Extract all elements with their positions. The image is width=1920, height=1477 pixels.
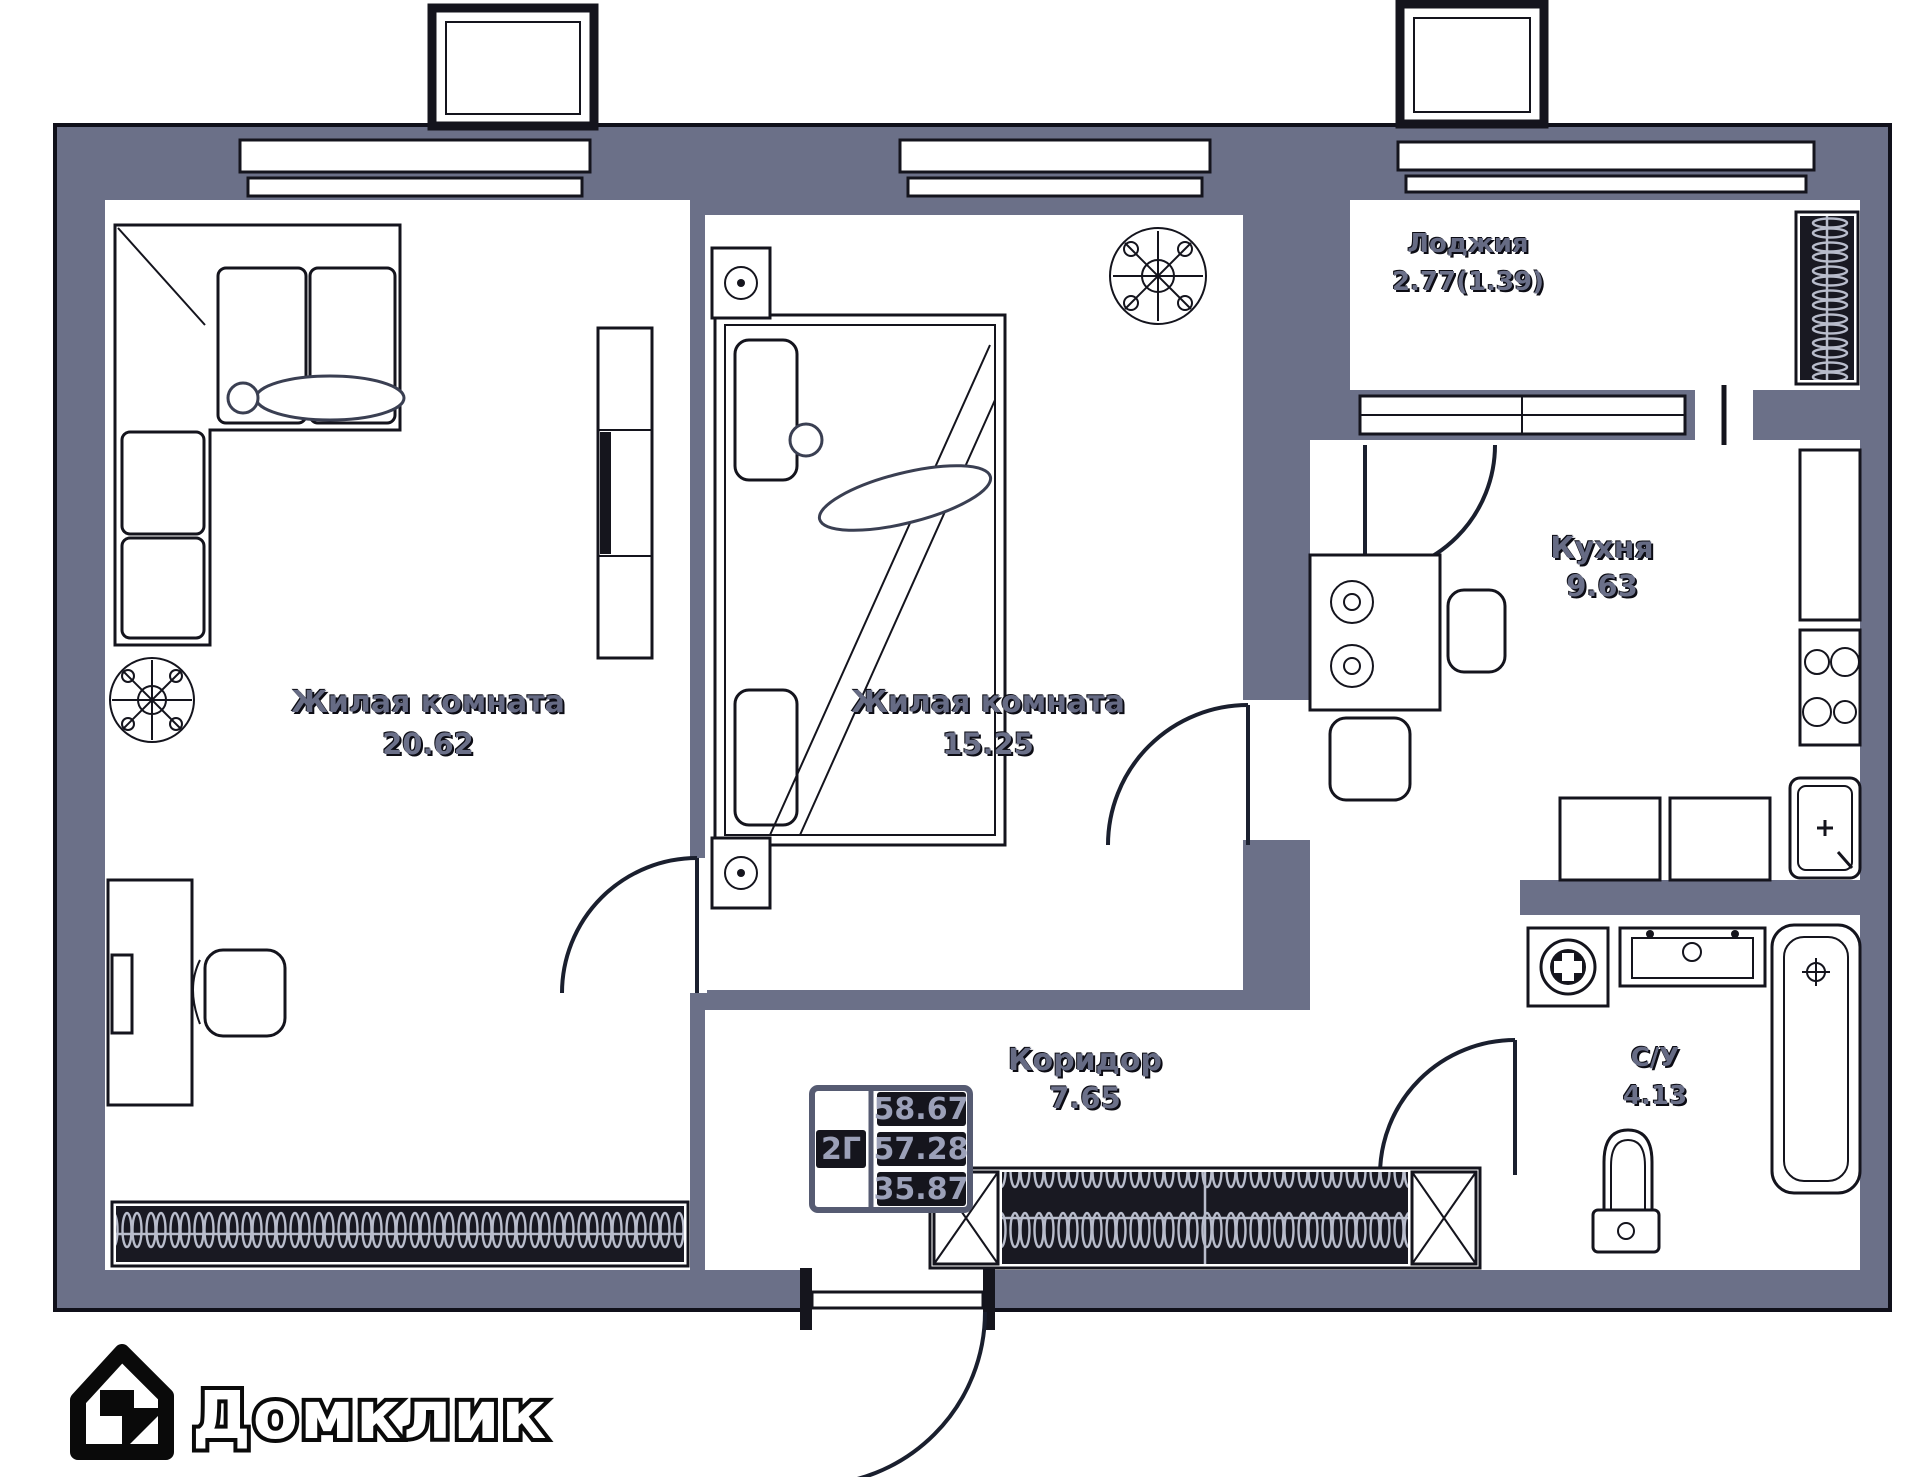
chair-icon	[1328, 716, 1412, 802]
label-corridor: Коридор	[1008, 1043, 1162, 1078]
label-bathroom: С/У	[1631, 1043, 1680, 1073]
door-living1	[560, 856, 699, 994]
plant-icon	[1109, 227, 1207, 325]
stove-icon	[1798, 628, 1862, 747]
tv-unit-icon	[596, 326, 654, 660]
nightstand-top-icon	[710, 246, 772, 320]
bathtub-icon	[1770, 923, 1862, 1195]
label-kitchen: Кухня	[1550, 531, 1653, 566]
chair-icon	[1446, 588, 1507, 674]
vent-shaft-right-inner	[1413, 17, 1531, 113]
plan-type-label: 2Г	[821, 1132, 861, 1167]
washing-machine-icon	[1526, 926, 1610, 1008]
window-living2	[898, 138, 1212, 198]
area-value: 57.28	[874, 1132, 969, 1167]
vent-shaft-left	[427, 3, 599, 131]
logo-text: Домклик	[192, 1377, 548, 1454]
window-living1	[238, 138, 592, 198]
total-area-value: 58.67	[874, 1092, 969, 1127]
bathroom-sink-icon	[1618, 926, 1767, 988]
house-icon	[70, 1344, 174, 1460]
door-living2	[1106, 703, 1250, 846]
door-gap-living2	[1243, 700, 1310, 840]
kitchen-cabinet-icon	[1558, 796, 1772, 882]
toilet-icon	[1591, 1128, 1661, 1254]
area-living2: 15.25	[942, 727, 1034, 761]
label-living1: Жилая комната	[291, 685, 565, 720]
hall-wardrobe-icon	[928, 1166, 1482, 1270]
window-balcony	[1358, 394, 1687, 436]
entrance-door	[800, 1268, 995, 1477]
vent-shaft-left-inner	[445, 21, 581, 115]
plant-icon	[109, 657, 195, 743]
label-loggia: Лоджия	[1407, 229, 1528, 259]
desk-icon	[106, 878, 287, 1107]
area-loggia: 2.77(1.39)	[1392, 267, 1544, 297]
room-floor-loggia	[1350, 200, 1860, 390]
door-bathroom	[1378, 1038, 1517, 1176]
vent-shaft-right	[1395, 0, 1549, 129]
area-bathroom: 4.13	[1623, 1081, 1687, 1111]
kitchen-sink-icon	[1788, 776, 1862, 880]
person-on-sofa-icon	[226, 374, 406, 422]
area-living1: 20.62	[382, 727, 474, 761]
person-on-bed-icon	[788, 422, 993, 532]
area-kitchen: 9.63	[1566, 569, 1638, 603]
drying-rack-icon	[1794, 210, 1860, 386]
fridge-icon	[1798, 448, 1862, 622]
bed-icon	[713, 313, 1007, 847]
logo: Домклик	[70, 1344, 550, 1460]
living-area-value: 35.87	[874, 1172, 969, 1207]
nightstand-bottom-icon	[710, 836, 772, 910]
area-corridor: 7.65	[1049, 1081, 1121, 1115]
dining-table-icon	[1308, 553, 1507, 802]
label-living2: Жилая комната	[851, 685, 1125, 720]
window-loggia	[1396, 140, 1816, 194]
plan-info-box: 2Г 58.67 57.28 35.87	[809, 1085, 973, 1213]
wardrobe-icon	[110, 1200, 690, 1268]
